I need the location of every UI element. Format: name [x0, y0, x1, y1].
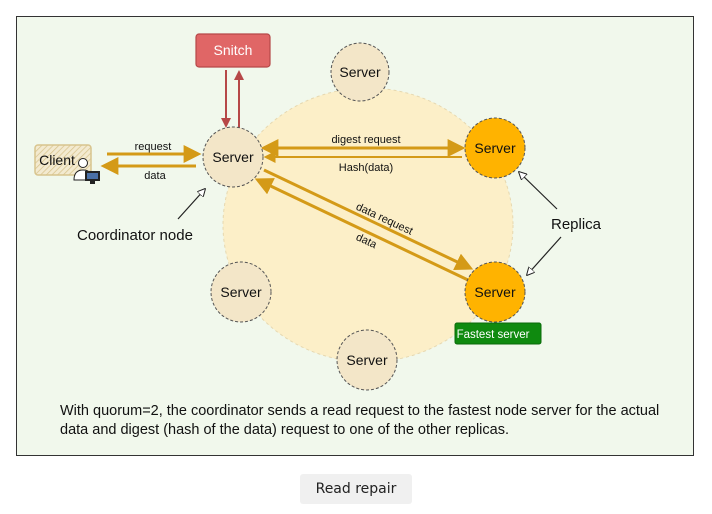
user-computer-icon — [73, 158, 100, 184]
svg-text:Server: Server — [220, 284, 262, 300]
data-return-arrow — [254, 178, 469, 282]
server-node-left-bottom: Server — [210, 261, 272, 323]
replica-pointer-arrow-top — [519, 172, 558, 210]
server-node-top: Server — [330, 42, 390, 102]
snitch-box: Snitch — [195, 33, 271, 68]
caption-text: With quorum=2, the coordinator sends a r… — [60, 403, 660, 438]
ring — [222, 87, 514, 363]
figure-label: Read repair — [300, 474, 412, 504]
coordinator-pointer-arrow — [177, 189, 205, 220]
client-box: Client — [34, 144, 92, 176]
data-to-client-label: data — [144, 170, 166, 182]
replica-pointer-arrow-bottom — [527, 236, 562, 275]
client-label: Client — [39, 152, 75, 168]
svg-text:Server: Server — [474, 140, 516, 156]
coordinator-node-label: Coordinator node — [77, 227, 193, 244]
snitch-label: Snitch — [214, 42, 253, 58]
request-label: request — [135, 141, 172, 153]
hash-data-label: Hash(data) — [339, 162, 393, 174]
fastest-server-badge: Fastest server — [454, 322, 542, 345]
svg-text:Server: Server — [339, 64, 381, 80]
svg-text:Server: Server — [474, 284, 516, 300]
data-request-arrow — [263, 168, 474, 270]
svg-text:Fastest server: Fastest server — [457, 329, 530, 341]
server-node-bottom: Server — [336, 329, 398, 391]
replica-label: Replica — [551, 216, 602, 233]
svg-text:Server: Server — [346, 352, 388, 368]
server-node-fastest: Server — [464, 261, 526, 323]
svg-text:Server: Server — [212, 149, 254, 165]
server-node-coordinator: Server — [202, 126, 264, 188]
server-node-replica: Server — [464, 117, 526, 179]
digest-request-label: digest request — [331, 134, 400, 146]
